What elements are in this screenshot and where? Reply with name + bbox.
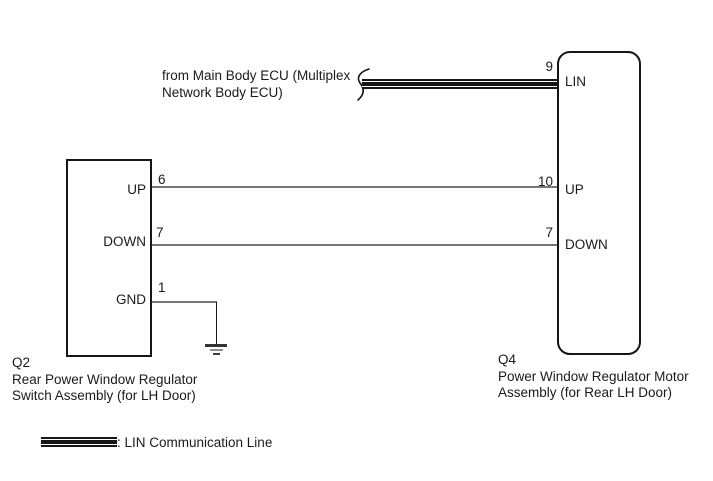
q2-desc-line1: Rear Power Window Regulator (12, 371, 198, 387)
ground-icon (205, 344, 227, 347)
q4-motor-assembly-box (557, 51, 641, 355)
ground-icon-bar (212, 353, 220, 355)
legend-label: : LIN Communication Line (117, 435, 273, 450)
q2-pin-label-up: UP (127, 182, 146, 197)
q4-pin-number-lin: 9 (545, 59, 553, 74)
q4-desc-line1: Power Window Regulator Motor (498, 368, 689, 384)
q2-pin-number-up: 6 (158, 172, 166, 187)
wire-gnd (152, 301, 217, 303)
legend-lin-line-sample (41, 437, 117, 447)
q4-pin-number-up: 10 (537, 174, 553, 189)
ground-wire-drop (215, 302, 217, 345)
q4-desc-line2: Assembly (for Rear LH Door) (498, 385, 673, 400)
q2-desc-line2: Switch Assembly (for LH Door) (12, 388, 196, 403)
source-note-line2: Network Body ECU) (162, 84, 283, 100)
q2-pin-label-gnd: GND (116, 292, 146, 307)
q4-pin-number-down: 7 (545, 225, 553, 240)
q4-pin-label-lin: LIN (565, 74, 587, 89)
wire-up (152, 186, 558, 188)
q2-caption: Q2 Rear Power Window Regulator Switch As… (12, 355, 197, 405)
wire-down (152, 244, 558, 246)
q2-switch-assembly-box (66, 159, 152, 357)
q4-ref: Q4 (498, 352, 517, 367)
source-note-line1: from Main Body ECU (Multiplex (162, 68, 351, 83)
q4-caption: Q4 Power Window Regulator Motor Assembly… (498, 352, 689, 402)
q2-pin-number-down: 7 (156, 225, 164, 240)
q2-pin-number-gnd: 1 (158, 280, 166, 295)
source-note: from Main Body ECU (Multiplex Network Bo… (162, 68, 350, 101)
ground-icon-bar (209, 348, 223, 351)
q2-ref: Q2 (12, 355, 31, 370)
q4-pin-label-down: DOWN (565, 237, 608, 252)
q4-pin-label-up: UP (565, 182, 584, 197)
lin-communication-line (362, 79, 558, 89)
wire-break-icon (357, 68, 370, 101)
q2-pin-label-down: DOWN (103, 234, 146, 249)
